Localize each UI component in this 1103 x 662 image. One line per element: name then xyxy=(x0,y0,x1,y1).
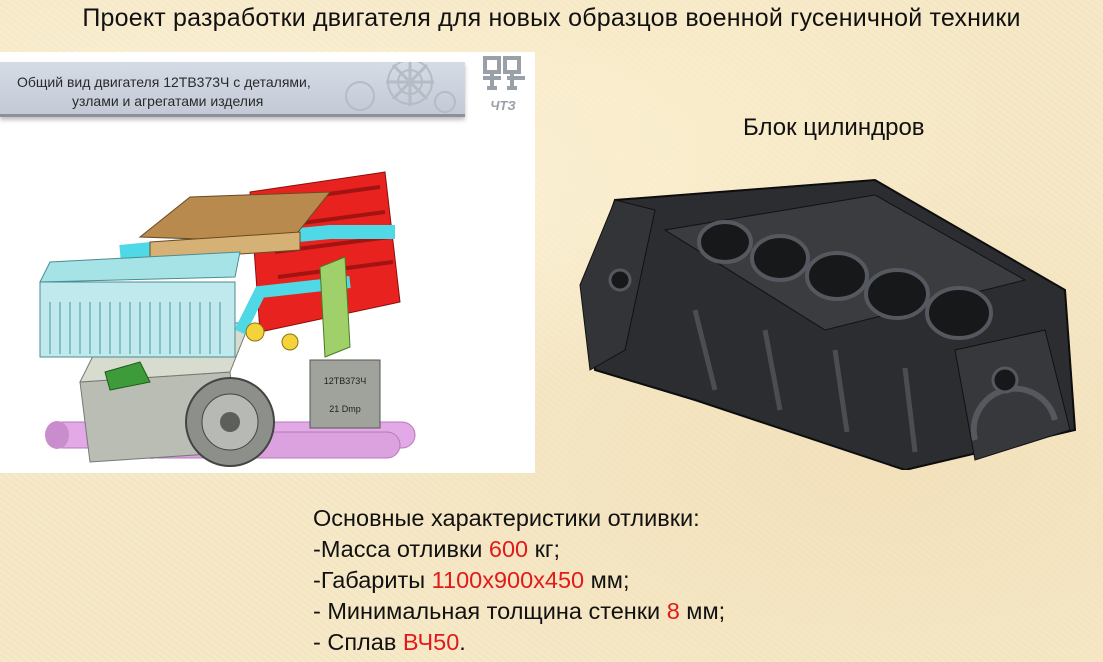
spec-mass-label: -Масса отливки xyxy=(313,536,489,562)
spec-wall-thickness: - Минимальная толщина стенки 8 мм; xyxy=(313,596,725,627)
chtz-logo: ЧТЗ xyxy=(473,54,535,116)
spec-alloy-suffix: . xyxy=(459,629,466,655)
spec-wall-label: - Минимальная толщина стенки xyxy=(313,598,667,624)
specs-heading: Основные характеристики отливки: xyxy=(313,505,700,531)
casting-specs: Основные характеристики отливки: -Масса … xyxy=(313,503,725,658)
spec-wall-value: 8 xyxy=(666,598,680,624)
spec-mass: -Масса отливки 600 кг; xyxy=(313,534,725,565)
engine-tag-2: 21 Dmp xyxy=(329,404,361,414)
engine-render: 12ТВ373Ч 21 Dmp xyxy=(39,171,416,467)
spec-alloy: - Сплав ВЧ50. xyxy=(313,627,725,658)
spec-dimensions-unit: мм; xyxy=(584,567,630,593)
engine-overview-panel: Общий вид двигателя 12ТВ373Ч с деталями,… xyxy=(0,52,535,473)
spec-mass-value: 600 xyxy=(488,536,529,562)
cylinder-block-label: Блок цилиндров xyxy=(743,114,925,141)
spec-alloy-value: ВЧ50 xyxy=(402,629,460,655)
engine-tag-1: 12ТВ373Ч xyxy=(324,376,367,386)
cylinder-block-render xyxy=(579,178,1077,470)
spec-dimensions: -Габариты 1100х900х450 мм; xyxy=(313,565,725,596)
caption-line-2: узлами и агрегатами изделия xyxy=(72,93,264,109)
spec-alloy-label: - Сплав xyxy=(313,629,403,655)
chtz-logo-icon: ЧТЗ xyxy=(483,56,525,113)
spec-mass-unit: кг; xyxy=(528,536,561,562)
slide-title: Проект разработки двигателя для новых об… xyxy=(82,4,1021,32)
caption-line-1: Общий вид двигателя 12ТВ373Ч с деталями, xyxy=(17,74,311,90)
spec-wall-unit: мм; xyxy=(679,598,726,624)
logo-text: ЧТЗ xyxy=(490,98,516,113)
spec-dimensions-value: 1100х900х450 xyxy=(431,567,585,593)
gears-decoration xyxy=(345,62,456,113)
spec-dimensions-label: -Габариты xyxy=(313,567,432,593)
caption-banner: Общий вид двигателя 12ТВ373Ч с деталями,… xyxy=(0,62,465,117)
